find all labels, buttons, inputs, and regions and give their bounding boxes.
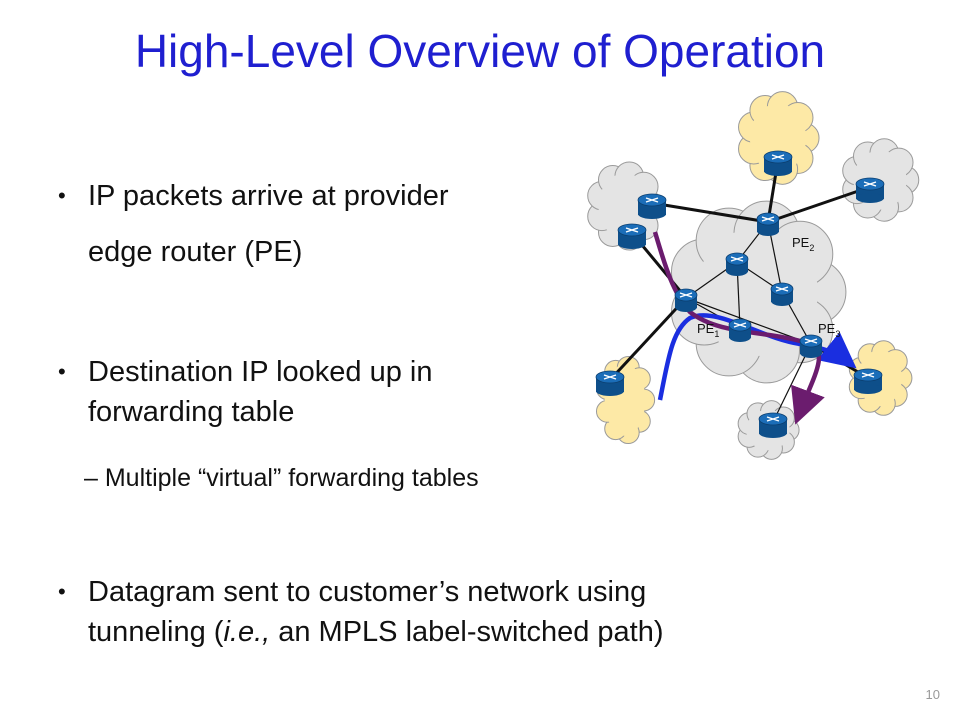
- core3-router-icon: [728, 318, 752, 342]
- core1-router-icon: [725, 252, 749, 276]
- customer-cloud-bottom-left: [595, 355, 656, 445]
- pe1-label: PE1: [697, 321, 719, 339]
- bullet-3-line-2-italic: i.e.,: [223, 616, 271, 648]
- bullet-2-line-1: Destination IP looked up in: [88, 356, 433, 388]
- link-ce_rt-pe2: [767, 185, 871, 224]
- ce_b-router-icon: [758, 412, 788, 438]
- bullet-3-line-2-suffix: an MPLS label-switched path): [270, 616, 664, 648]
- pe2-label: PE2: [792, 235, 814, 253]
- pe1-router-icon: [674, 288, 698, 312]
- bullet-1-line-1: IP packets arrive at provider: [88, 180, 449, 212]
- core2-router-icon: [770, 282, 794, 306]
- bullet-3-line-2-prefix: tunneling (: [88, 616, 224, 648]
- pe3-router-icon: [799, 334, 823, 358]
- bullet-1-line-2: edge router (PE): [88, 236, 303, 268]
- link-ce_lt1-pe2: [651, 201, 769, 224]
- bullet-dot: •: [58, 359, 66, 384]
- bullet-3-line-1: Datagram sent to customer’s network usin…: [88, 576, 647, 608]
- ce_rt-router-icon: [855, 177, 885, 203]
- ce_lt2-router-icon: [617, 223, 647, 249]
- sub-bullet-multiple-tables: – Multiple “virtual” forwarding tables: [84, 464, 479, 492]
- bullet-dot: •: [58, 579, 66, 604]
- slide-title: High-Level Overview of Operation: [134, 25, 826, 77]
- ce_r-router-icon: [853, 368, 883, 394]
- bullet-dot: •: [58, 183, 66, 208]
- ce_top-router-icon: [763, 150, 793, 176]
- pe3-label: PE3: [818, 321, 840, 339]
- link-ce_bl-pe1: [608, 296, 688, 382]
- ce_bl-router-icon: [595, 370, 625, 396]
- pe2-router-icon: [756, 212, 780, 236]
- ce_lt1-router-icon: [637, 193, 667, 219]
- bullet-3-line-2: tunneling (i.e., an MPLS label-switched …: [88, 612, 664, 652]
- page-number: 10: [925, 687, 940, 702]
- bullet-2-line-2: forwarding table: [88, 396, 295, 428]
